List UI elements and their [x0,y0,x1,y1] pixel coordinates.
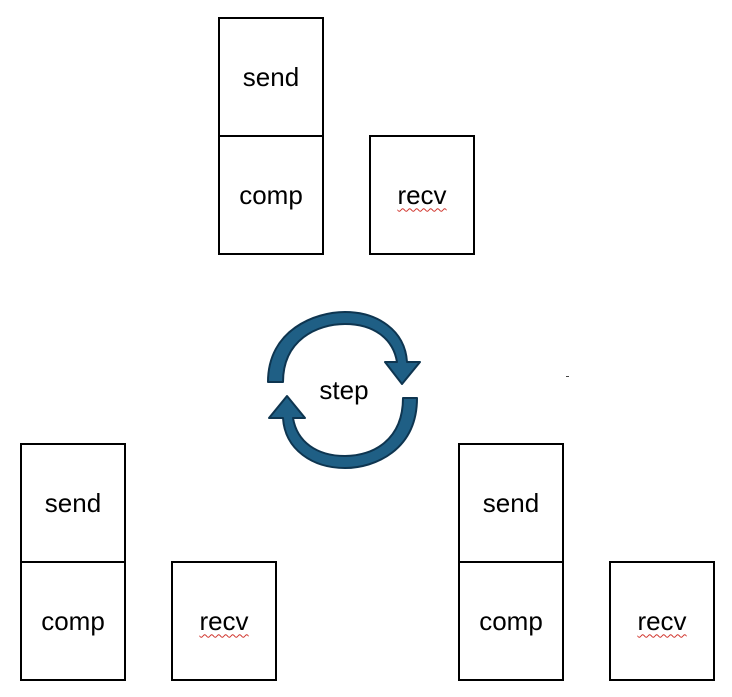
step-label: step [319,374,369,405]
comp-label: comp [479,605,543,636]
recv-label: recv [199,605,249,636]
send-label: send [482,487,540,518]
send-box-top: send [218,17,324,137]
comp-box-left: comp [20,561,126,681]
send-label: send [242,61,300,92]
send-label: send [44,487,102,518]
recv-box-left: recv [171,561,277,681]
recv-box-right: recv [609,561,715,681]
comp-label: comp [239,179,303,210]
stray-dot [566,376,569,377]
comp-box-top: comp [218,135,324,255]
lower-arrow [268,395,418,469]
upper-arrow [267,311,421,385]
recv-label: recv [637,605,687,636]
comp-box-right: comp [458,561,564,681]
recv-label: recv [397,179,447,210]
circular-arrows-icon [267,311,421,469]
recv-box-top: recv [369,135,475,255]
comp-label: comp [41,605,105,636]
send-box-left: send [20,443,126,563]
send-box-right: send [458,443,564,563]
